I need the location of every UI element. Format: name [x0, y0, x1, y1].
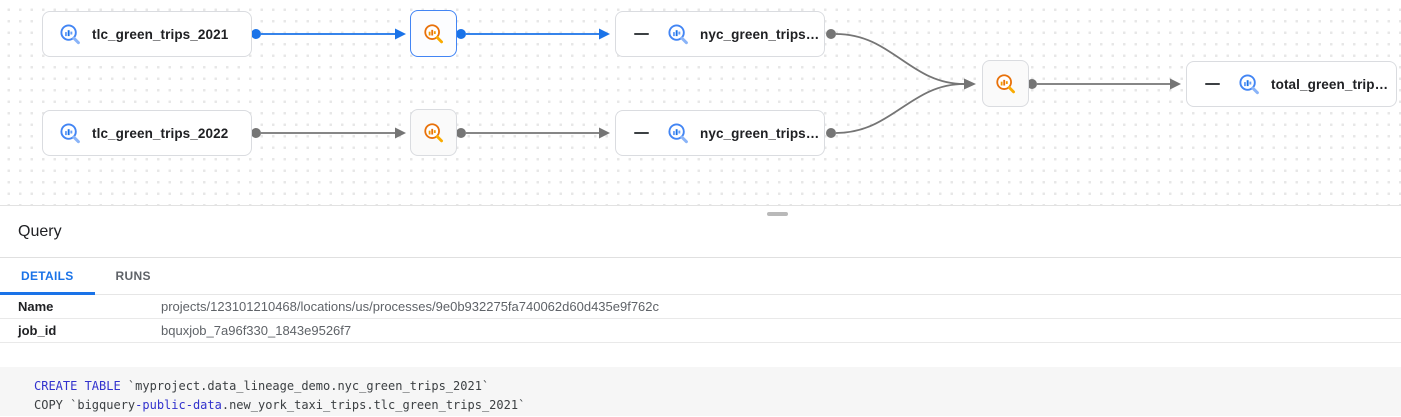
node-label: total_green_trip…: [1271, 76, 1389, 92]
node-label: tlc_green_trips_2021: [92, 26, 229, 42]
process-node-merge[interactable]: [982, 60, 1029, 107]
process-node-2[interactable]: [410, 109, 457, 156]
bigquery-table-icon: [666, 121, 690, 145]
detail-value: bquxjob_7a96f330_1843e9526f7: [161, 323, 352, 338]
collapse-minus-icon[interactable]: [634, 132, 649, 134]
sql-text: COPY `bigquery: [34, 398, 136, 412]
bigquery-table-icon: [58, 22, 82, 46]
lineage-graph-canvas[interactable]: tlc_green_trips_2021 tlc_green_trips_202…: [0, 0, 1401, 206]
bigquery-table-icon: [58, 121, 82, 145]
collapse-minus-icon[interactable]: [1205, 83, 1220, 85]
node-nyc-green-trips-2022[interactable]: nyc_green_trips…: [615, 110, 825, 156]
node-label: nyc_green_trips…: [700, 125, 820, 141]
bigquery-process-icon: [422, 22, 445, 45]
detail-label: job_id: [18, 323, 57, 338]
node-tlc-green-trips-2022[interactable]: tlc_green_trips_2022: [42, 110, 252, 156]
sql-text: .new_york_taxi_trips.tlc_green_trips_202…: [221, 398, 526, 412]
bigquery-table-icon: [666, 22, 690, 46]
sql-text: `myproject.data_lineage_demo.nyc_green_t…: [120, 379, 490, 393]
tab-runs[interactable]: RUNS: [95, 258, 172, 294]
sql-code-block: CREATE TABLE `myproject.data_lineage_dem…: [0, 367, 1401, 416]
node-total-green-trips[interactable]: total_green_trip…: [1186, 61, 1397, 107]
bigquery-process-icon: [994, 72, 1017, 95]
node-nyc-green-trips-2021[interactable]: nyc_green_trips…: [615, 11, 825, 57]
sql-keyword: CREATE TABLE: [34, 379, 121, 393]
sql-line-1: CREATE TABLE `myproject.data_lineage_dem…: [34, 379, 489, 393]
detail-row-job-id: job_id bquxjob_7a96f330_1843e9526f7: [0, 319, 1401, 343]
node-tlc-green-trips-2021[interactable]: tlc_green_trips_2021: [42, 11, 252, 57]
panel-header: Query: [0, 206, 1401, 258]
sql-line-2: COPY `bigquery-public-data.new_york_taxi…: [34, 398, 525, 412]
node-label: nyc_green_trips…: [700, 26, 820, 42]
detail-label: Name: [18, 299, 54, 314]
bigquery-table-icon: [1237, 72, 1261, 96]
tab-details[interactable]: DETAILS: [0, 258, 95, 295]
tab-details-label: DETAILS: [21, 269, 74, 283]
panel-tabs: DETAILS RUNS: [0, 258, 1401, 295]
panel-title: Query: [18, 222, 62, 240]
tab-runs-label: RUNS: [115, 269, 151, 283]
detail-row-name: Name projects/123101210468/locations/us/…: [0, 295, 1401, 319]
bigquery-process-icon: [422, 121, 445, 144]
collapse-minus-icon[interactable]: [634, 33, 649, 35]
panel-resize-handle[interactable]: [767, 212, 788, 216]
detail-value: projects/123101210468/locations/us/proce…: [161, 299, 660, 314]
process-node-selected[interactable]: [410, 10, 457, 57]
node-label: tlc_green_trips_2022: [92, 125, 229, 141]
sql-keyword: -public-data: [135, 398, 222, 412]
